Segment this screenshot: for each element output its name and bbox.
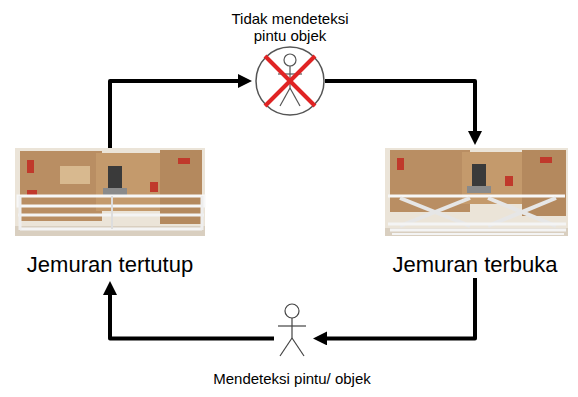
open-rack-photo-part	[400, 198, 470, 226]
open-rack-photo-part	[522, 150, 566, 216]
no-detection-symbol-part	[289, 66, 290, 88]
open-rack-photo-part	[388, 223, 566, 226]
person-figure-part	[278, 325, 306, 326]
no-detection-symbol-part	[265, 56, 315, 106]
node-caption: Tidak mendeteksi pintu objek	[225, 10, 355, 44]
open-rack-photo-part	[540, 157, 552, 163]
no-detection-symbol-part	[256, 47, 324, 115]
closed-rack-photo-part	[27, 160, 34, 173]
open-rack-photo-part	[390, 229, 566, 232]
open-rack-photo-part	[488, 198, 556, 226]
node-caption: Jemuran tertutup	[27, 252, 193, 278]
flow-arrow	[110, 81, 242, 148]
closed-rack-photo-part	[178, 158, 190, 164]
no-detection-symbol-part	[284, 54, 296, 66]
closed-rack-photo-part	[103, 188, 127, 195]
open-rack-photo-part	[388, 195, 565, 198]
open-rack-photo-part	[505, 176, 513, 186]
closed-rack-photo-part	[150, 182, 158, 192]
open-rack-photo-part	[400, 198, 470, 226]
node-caption: Jemuran terbuka	[392, 252, 557, 278]
person-figure-part	[291, 318, 292, 338]
flow-arrow	[110, 291, 274, 338]
closed-rack-photo-part	[201, 196, 204, 230]
open-rack-photo-part	[472, 164, 486, 188]
person-figure-part	[292, 338, 304, 356]
open-rack-photo-part	[467, 186, 491, 193]
closed-rack-photo-part	[111, 196, 113, 229]
no-detection-node: Tidak mendeteksi pintu objek	[255, 47, 325, 115]
closed-rack-photo-part	[96, 153, 166, 211]
person-figure-part	[285, 304, 299, 318]
open-rack-photo-part	[488, 198, 556, 226]
open-rack-photo-part	[385, 228, 568, 236]
open-rack-node: Jemuran terbuka	[380, 148, 570, 278]
no-detection-symbol-part	[265, 56, 315, 106]
open-rack-photo-part	[385, 148, 568, 236]
detection-node: Mendeteksi pintu/ objek	[274, 302, 310, 358]
closed-rack-photo-part	[27, 190, 37, 195]
person-figure	[278, 304, 306, 356]
open-rack-photo-part	[392, 233, 564, 235]
closed-rack-photo	[15, 148, 205, 236]
person-figure-part	[280, 338, 292, 356]
closed-rack-photo-part	[15, 226, 205, 236]
no-detection-symbol	[256, 47, 324, 115]
photo-spacer	[12, 148, 208, 236]
open-rack-photo-part	[397, 158, 404, 170]
flow-arrow	[325, 81, 475, 135]
closed-rack-photo-part	[20, 151, 102, 221]
closed-rack-node: Jemuran tertutup	[12, 148, 208, 278]
closed-rack-photo-part	[60, 166, 90, 184]
closed-rack-photo-part	[108, 166, 122, 190]
photo-spacer	[380, 148, 570, 236]
node-caption: Mendeteksi pintu/ objek	[213, 370, 371, 387]
open-rack-photo	[385, 148, 568, 236]
flow-arrow	[323, 278, 475, 338]
closed-rack-photo-part	[160, 150, 202, 224]
closed-rack-photo-part	[19, 196, 22, 230]
closed-rack-photo-part	[15, 148, 205, 236]
